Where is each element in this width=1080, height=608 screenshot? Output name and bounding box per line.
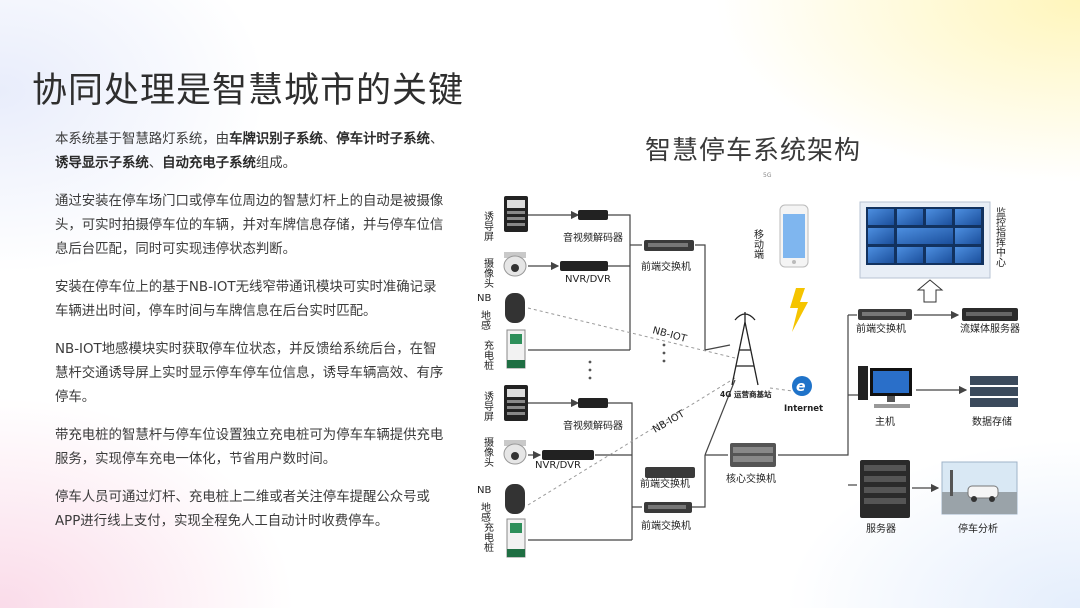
nb-sensor-2: NB 地感 [477,484,525,522]
intro-bold-charge: 自动充电子系统 [162,156,256,171]
nb-sensor-label-1: 地感 [479,309,491,330]
tower-5g-label: 5G [763,172,772,179]
page-title: 协同处理是智慧城市的关键 [32,71,465,111]
camera-label-1: 摄像头 [482,257,494,289]
data-storage-label: 数据存储 [972,415,1012,428]
nb-label-2: NB [477,485,491,496]
nvr-1: NVR/DVR [560,261,611,285]
charger-label-2: 充电桩 [482,521,494,553]
charger-1: 充电桩 [482,329,526,371]
mobile-label: 移动端 [752,228,764,260]
ellipsis-dots [588,343,666,380]
lightning-icon [790,288,808,332]
front-switch-label-3: 前端交换机 [641,519,691,532]
core-switch-label: 核心交换机 [726,472,776,485]
guide-screen-label-1: 诱导屏 [482,210,494,242]
camera-label-2: 摄像头 [482,436,494,468]
host-label: 主机 [875,415,895,428]
front-switch-label-1: 前端交换机 [641,260,691,273]
nvr-label-2: NVR/DVR [535,460,581,471]
nb-sensor-label-2: 地感 [479,501,491,522]
internet-icon: e [792,376,812,396]
parking-analysis-image: 停车分析 [941,461,1018,535]
base-station-label: 4G 运营商基站 [720,389,772,399]
guide-screen-label-2: 诱导屏 [482,390,494,422]
paragraph-charging: 带充电桩的智慧杆与停车位设置独立充电桩可为停车车辆提供充电服务，实现停车充电一体… [55,428,444,467]
core-switch: 核心交换机 [726,443,776,485]
monitor-wall [859,201,991,279]
guide-screen-2: 诱导屏 [482,385,528,422]
intro-bold-timing: 停车计时子系统 [336,132,430,147]
server-rack: 服务器 [860,460,910,535]
front-switch-label-2: 前端交换机 [640,477,690,490]
intro-sep-1: 、 [322,132,337,147]
av-decoder-label-2: 音视频解码器 [563,419,623,432]
front-switch-label-right: 前端交换机 [856,322,906,335]
front-switch-1: 前端交换机 [641,240,694,273]
monitor-center-label: 监控指挥中心 [994,206,1006,267]
camera-1: 摄像头 [482,252,527,289]
internet-label: Internet [784,404,823,414]
connection-lines [528,210,968,541]
charger-2: 充电桩 [482,518,526,558]
front-switch-2: 前端交换机 [640,467,695,490]
streaming-server-label: 流媒体服务器 [960,322,1020,335]
nvr-label-1: NVR/DVR [565,274,611,285]
camera-2: 摄像头 [482,436,527,468]
paragraph-payment: 停车人员可通过灯杆、充电桩上二维或者关注停车提醒公众号或APP进行线上支付，实现… [55,490,430,529]
paragraph-camera: 通过安装在停车场门口或停车位周边的智慧灯杆上的自动是被摄像头，可实时拍摄停车位的… [55,194,444,257]
up-arrow-icon [916,279,944,303]
front-switch-right: 前端交换机 [856,309,912,335]
base-station-tower-icon [731,312,759,386]
intro-sep-2: 、 [429,132,444,147]
intro-sep-3: 、 [148,156,163,171]
paragraph-nbiot: 安装在停车位上的基于NB-IOT无线窄带通讯模块可实时准确记录车辆进出时间，停车… [55,280,437,319]
paragraph-intro: 本系统基于智慧路灯系统，由车牌识别子系统、停车计时子系统、诱导显示子系统、自动充… [55,128,445,176]
host-computer: 主机 [858,366,912,428]
data-storage: 数据存储 [970,376,1018,428]
intro-text-1: 本系统基于智慧路灯系统，由 [55,132,230,147]
paragraph-sensor: NB-IOT地感模块实时获取停车位状态，并反馈给系统后台，在智慧杆交通诱导屏上实… [55,342,444,405]
parking-analysis-label: 停车分析 [958,522,998,535]
front-switch-3: 前端交换机 [641,502,692,532]
nvr-2: NVR/DVR [535,450,594,471]
av-decoder-label-1: 音视频解码器 [563,231,623,244]
av-decoder-1: 音视频解码器 [563,210,623,244]
svg-text:e: e [796,379,806,395]
charger-label-1: 充电桩 [482,339,494,371]
mobile-phone-icon [779,204,809,268]
intro-bold-guide: 诱导显示子系统 [55,156,149,171]
diagram-title: 智慧停车系统架构 [645,136,862,166]
streaming-server: 流媒体服务器 [960,308,1020,335]
guide-screen-1: 诱导屏 [482,196,528,242]
nbiot-label-2: NB-IOT [651,408,687,435]
intro-text-end: 组成。 [255,156,297,171]
intro-bold-plate: 车牌识别子系统 [229,132,323,147]
body-text: 本系统基于智慧路灯系统，由车牌识别子系统、停车计时子系统、诱导显示子系统、自动充… [55,128,445,548]
server-label: 服务器 [866,522,896,535]
av-decoder-2: 音视频解码器 [563,398,623,432]
nb-label-1: NB [477,293,491,304]
nb-sensor-1: NB 地感 [477,293,525,330]
